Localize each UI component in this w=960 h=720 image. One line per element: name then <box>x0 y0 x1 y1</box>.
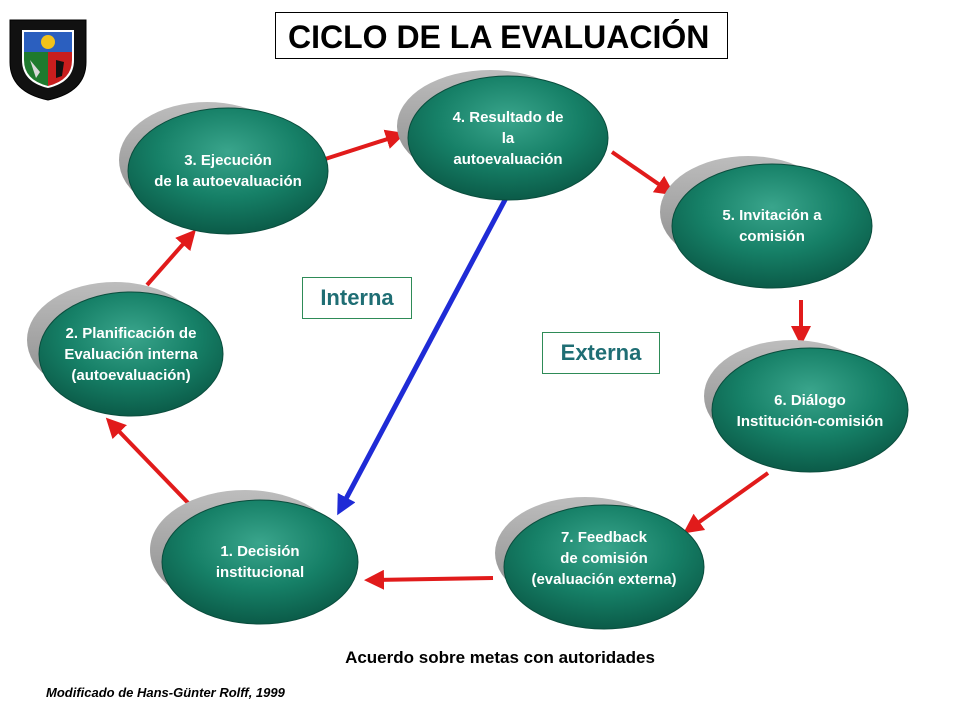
arrow-4-to-5 <box>610 150 675 196</box>
node-1-text: 1. Decisión institucional <box>160 541 360 583</box>
node-2-line-1: 2. Planificación de <box>65 325 197 342</box>
node-1-line-1: 1. Decisión <box>220 543 300 560</box>
node-4-text: 4. Resultado de la autoevaluación <box>408 107 608 170</box>
node-7-line-3: (evaluación externa) <box>531 571 677 588</box>
node-7-shape <box>495 497 705 630</box>
node-6-shape <box>704 340 909 473</box>
node-5-text: 5. Invitación a comisión <box>672 205 872 247</box>
page-title: CICLO DE LA EVALUACIÓN <box>288 19 710 55</box>
node-4-line-2: la <box>501 130 515 147</box>
node-7-line-2: de comisión <box>560 550 648 567</box>
cycle-arrows <box>105 129 811 590</box>
node-5-shape <box>660 156 873 289</box>
node-7-line-1: 7. Feedback <box>561 529 647 546</box>
external-label: Externa <box>542 332 660 374</box>
internal-label: Interna <box>302 277 412 319</box>
node-6-line-2: Institución-comisión <box>736 413 884 430</box>
node-6-line-1: 6. Diálogo <box>774 392 846 409</box>
node-4-line-1: 4. Resultado de <box>452 109 564 126</box>
node-2-text: 2. Planificación de Evaluación interna (… <box>31 323 231 386</box>
arrow-3-to-4 <box>321 129 406 162</box>
node-7-text: 7. Feedback de comisión (evaluación exte… <box>504 527 704 590</box>
node-4-shape <box>397 70 609 201</box>
node-5-line-2: comisión <box>739 228 805 245</box>
agreement-caption: Acuerdo sobre metas con autoridades <box>345 648 655 667</box>
node-1-shape <box>150 490 359 625</box>
source-credit: Modificado de Hans-Günter Rolff, 1999 <box>46 685 285 700</box>
node-3-line-1: 3. Ejecución <box>184 152 272 169</box>
node-5-line-1: 5. Invitación a <box>722 207 822 224</box>
node-2-line-2: Evaluación interna <box>64 346 198 363</box>
node-4-line-3: autoevaluación <box>453 151 563 168</box>
arrow-6-to-7 <box>683 471 770 534</box>
arrow-1-to-2 <box>105 417 194 509</box>
school-crest-logo <box>9 19 87 101</box>
node-2-line-3: (autoevaluación) <box>71 367 191 384</box>
node-1-line-2: institucional <box>215 564 305 581</box>
node-2-shape <box>27 282 224 417</box>
arrow-7-to-1 <box>364 569 494 590</box>
title-box: CICLO DE LA EVALUACIÓN <box>275 12 728 59</box>
node-3-line-2: de la autoevaluación <box>154 173 302 190</box>
node-6-text: 6. Diálogo Institución-comisión <box>710 390 910 432</box>
node-3-shape <box>119 102 329 235</box>
arrow-2-to-3 <box>145 229 196 287</box>
arrow-4-to-1-blue <box>337 196 509 516</box>
node-3-text: 3. Ejecución de la autoevaluación <box>128 150 328 192</box>
